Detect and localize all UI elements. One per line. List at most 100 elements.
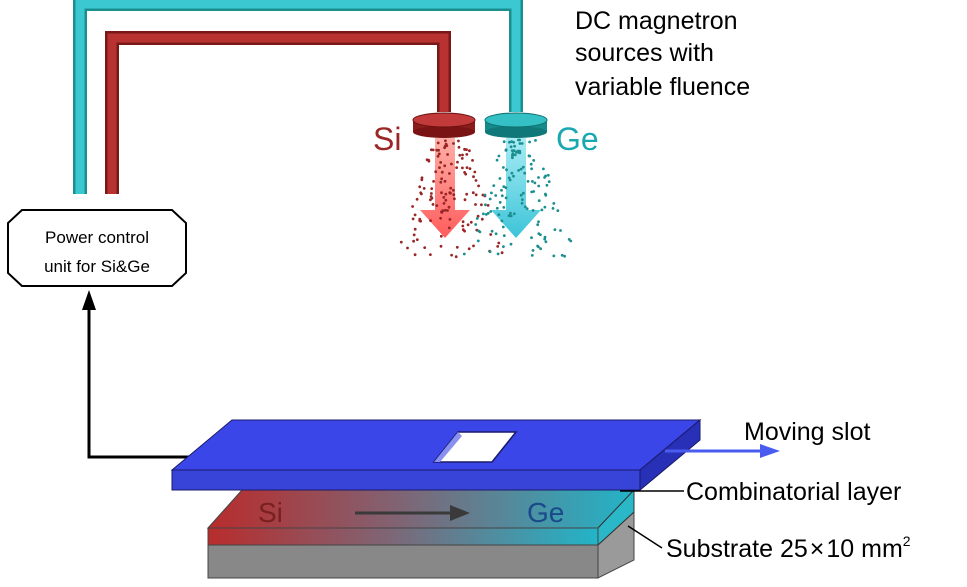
particle-dot — [482, 212, 485, 216]
particle-dot — [457, 139, 460, 143]
power-control-unit: Power control unit for Si&Ge — [7, 209, 187, 287]
particle-dot — [518, 142, 522, 145]
particle-dot — [446, 209, 449, 212]
particle-dot — [443, 208, 447, 212]
particle-dot — [431, 148, 435, 152]
particle-dot — [510, 140, 513, 144]
particle-dot — [563, 254, 566, 258]
particle-dot — [520, 201, 524, 205]
particle-dot — [439, 216, 442, 220]
particle-dot — [511, 154, 514, 158]
particle-dot — [488, 250, 492, 254]
particle-dot — [486, 204, 490, 207]
particle-dot — [502, 245, 505, 249]
substrate-label: Substrate 25×10 mm2 — [666, 533, 911, 563]
particle-dot — [440, 177, 443, 181]
particle-dot — [443, 164, 447, 168]
particle-dot — [542, 167, 545, 171]
particle-dot — [529, 162, 533, 166]
si-source-label: Si — [373, 121, 401, 157]
particle-dot — [420, 178, 424, 182]
particle-dot — [434, 170, 438, 174]
particle-dot — [411, 217, 415, 221]
moving-slot-arrow — [665, 444, 780, 458]
particle-dot — [444, 142, 448, 146]
particle-dot — [439, 180, 443, 184]
particle-dot — [474, 223, 478, 226]
particle-dot — [450, 253, 453, 257]
particle-dot — [492, 184, 496, 188]
si-magnetron-source — [412, 112, 476, 138]
particle-dot — [517, 138, 520, 142]
particle-dot — [483, 193, 487, 197]
particle-dot — [500, 219, 504, 223]
particle-dot — [551, 207, 555, 210]
particle-dot — [446, 153, 449, 156]
particle-dot — [448, 191, 452, 195]
particle-dot — [429, 219, 432, 223]
particle-dot — [500, 251, 504, 255]
particle-dot — [522, 191, 525, 195]
particle-dot — [547, 180, 551, 184]
particle-dot — [478, 230, 482, 234]
particle-dot — [523, 205, 527, 209]
combinatorial-layer — [206, 488, 636, 547]
particle-dot — [513, 153, 517, 157]
particle-dot — [412, 233, 416, 237]
particle-dot — [559, 229, 562, 232]
particle-dot — [517, 169, 520, 172]
particle-dot — [456, 160, 459, 164]
particle-dot — [439, 234, 443, 238]
particle-dot — [480, 203, 483, 207]
particle-dot — [537, 176, 540, 179]
particle-dot — [502, 166, 505, 169]
particle-dot — [476, 214, 480, 218]
particle-dot — [422, 187, 426, 190]
particle-dot — [448, 218, 452, 221]
particle-dot — [546, 173, 550, 177]
particle-dot — [530, 236, 533, 240]
si-flux-arrow — [420, 138, 470, 238]
particle-dot — [455, 166, 458, 170]
particle-dot — [509, 214, 513, 218]
particle-dot — [532, 190, 536, 193]
particle-dot — [468, 149, 471, 153]
particle-dot — [498, 177, 502, 180]
particle-dot — [467, 247, 471, 251]
power-unit-line-2: unit for Si&Ge — [44, 257, 150, 276]
particle-dot — [452, 193, 456, 197]
particle-dot — [497, 213, 501, 217]
particle-dot — [435, 204, 439, 208]
moving-slot-label: Moving slot — [744, 418, 870, 446]
particle-dot — [498, 201, 502, 204]
particle-dot — [439, 161, 443, 164]
particle-dot — [461, 228, 465, 232]
particle-dot — [556, 209, 560, 213]
particle-dot — [477, 184, 480, 188]
particle-dot — [444, 192, 448, 196]
particle-dot — [490, 229, 494, 233]
particle-dot — [447, 205, 451, 209]
particle-dot — [537, 232, 541, 236]
particle-dot — [536, 244, 539, 248]
particle-dot — [472, 244, 475, 248]
si-particle-cloud — [399, 139, 504, 259]
particle-dot — [468, 167, 472, 171]
si-cable — [105, 31, 451, 194]
particle-dot — [458, 153, 462, 157]
particle-dot — [430, 192, 433, 195]
particle-dot — [537, 184, 541, 188]
particle-dot — [497, 154, 501, 158]
particle-dot — [501, 225, 505, 229]
particle-dot — [502, 140, 506, 144]
particle-dot — [504, 196, 508, 200]
particle-dot — [430, 196, 434, 200]
particle-dot — [531, 209, 535, 212]
particle-dot — [474, 203, 477, 206]
particle-dot — [502, 185, 506, 189]
particle-dot — [505, 168, 508, 172]
power-unit-line-1: Power control — [45, 228, 149, 247]
feedback-arrow — [82, 290, 230, 459]
particle-dot — [472, 175, 475, 179]
